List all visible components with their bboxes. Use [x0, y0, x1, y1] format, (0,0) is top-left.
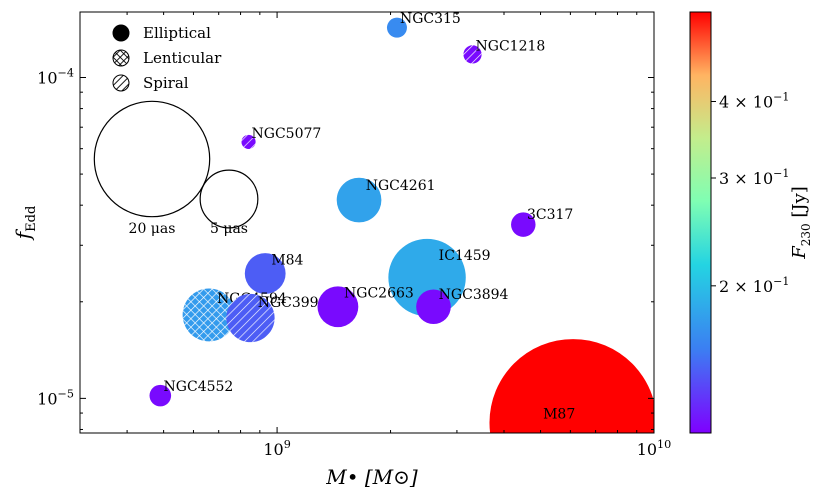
label-3c317: 3C317	[527, 207, 573, 223]
point-ngc4552	[149, 384, 172, 407]
colorbar-tick-label: 2 × 10−1	[719, 275, 789, 296]
point-ngc3894	[416, 289, 451, 325]
point-3c317	[511, 212, 536, 237]
colorbar-label: F230 [Jy]	[789, 186, 813, 260]
point-ngc5077	[241, 134, 256, 149]
label-ngc4261: NGC4261	[366, 178, 436, 194]
legend-marker-elliptical	[112, 24, 130, 42]
point-ngc3998	[226, 293, 275, 343]
label-ngc2663: NGC2663	[344, 286, 414, 302]
label-ngc4552: NGC4552	[164, 379, 234, 395]
legend-label-spiral: Spiral	[143, 74, 189, 92]
label-m87: M87	[543, 407, 575, 423]
label-ic1459: IC1459	[439, 248, 491, 264]
x-axis-title: M• [M⊙]	[325, 465, 418, 489]
legend-marker-spiral	[112, 74, 130, 92]
size-legend-label-20: 20 μas	[129, 221, 176, 237]
label-ngc5077: NGC5077	[252, 126, 322, 142]
label-ngc3998: NGC3998	[258, 295, 328, 311]
legend-label-elliptical: Elliptical	[143, 24, 211, 42]
label-m84: M84	[271, 252, 303, 268]
point-ngc315	[386, 17, 407, 38]
x-tick-label: 1010	[637, 438, 672, 459]
point-m87	[489, 339, 654, 433]
y-tick-label: 10−5	[37, 387, 74, 408]
label-ngc315: NGC315	[400, 11, 461, 27]
label-ngc1218: NGC1218	[476, 38, 546, 54]
plot-frame	[79, 11, 655, 434]
legend-marker-lenticular	[112, 49, 130, 67]
point-ngc1218	[463, 45, 482, 64]
size-legend-circle-5	[199, 169, 259, 229]
label-ngc3894: NGC3894	[439, 287, 509, 303]
point-ngc4594	[182, 288, 236, 342]
size-legend-label-5: 5 μas	[210, 221, 248, 237]
x-tick-label: 109	[263, 438, 290, 459]
colorbar-tick-label: 4 × 10−1	[719, 90, 789, 111]
y-tick-label: 10−4	[37, 66, 74, 87]
legend-label-lenticular: Lenticular	[143, 49, 222, 67]
point-m84	[244, 253, 286, 294]
colorbar-tick-label: 3 × 10−1	[719, 167, 789, 188]
axes: 109 1010 10−5 10−4 M• [M⊙] fEdd	[11, 11, 672, 489]
point-ngc2663	[317, 286, 359, 328]
y-axis-title: fEdd	[11, 206, 39, 242]
colorbar-gradient	[689, 11, 712, 434]
size-legend-circle-20	[93, 100, 211, 218]
point-ngc4261	[336, 177, 382, 223]
